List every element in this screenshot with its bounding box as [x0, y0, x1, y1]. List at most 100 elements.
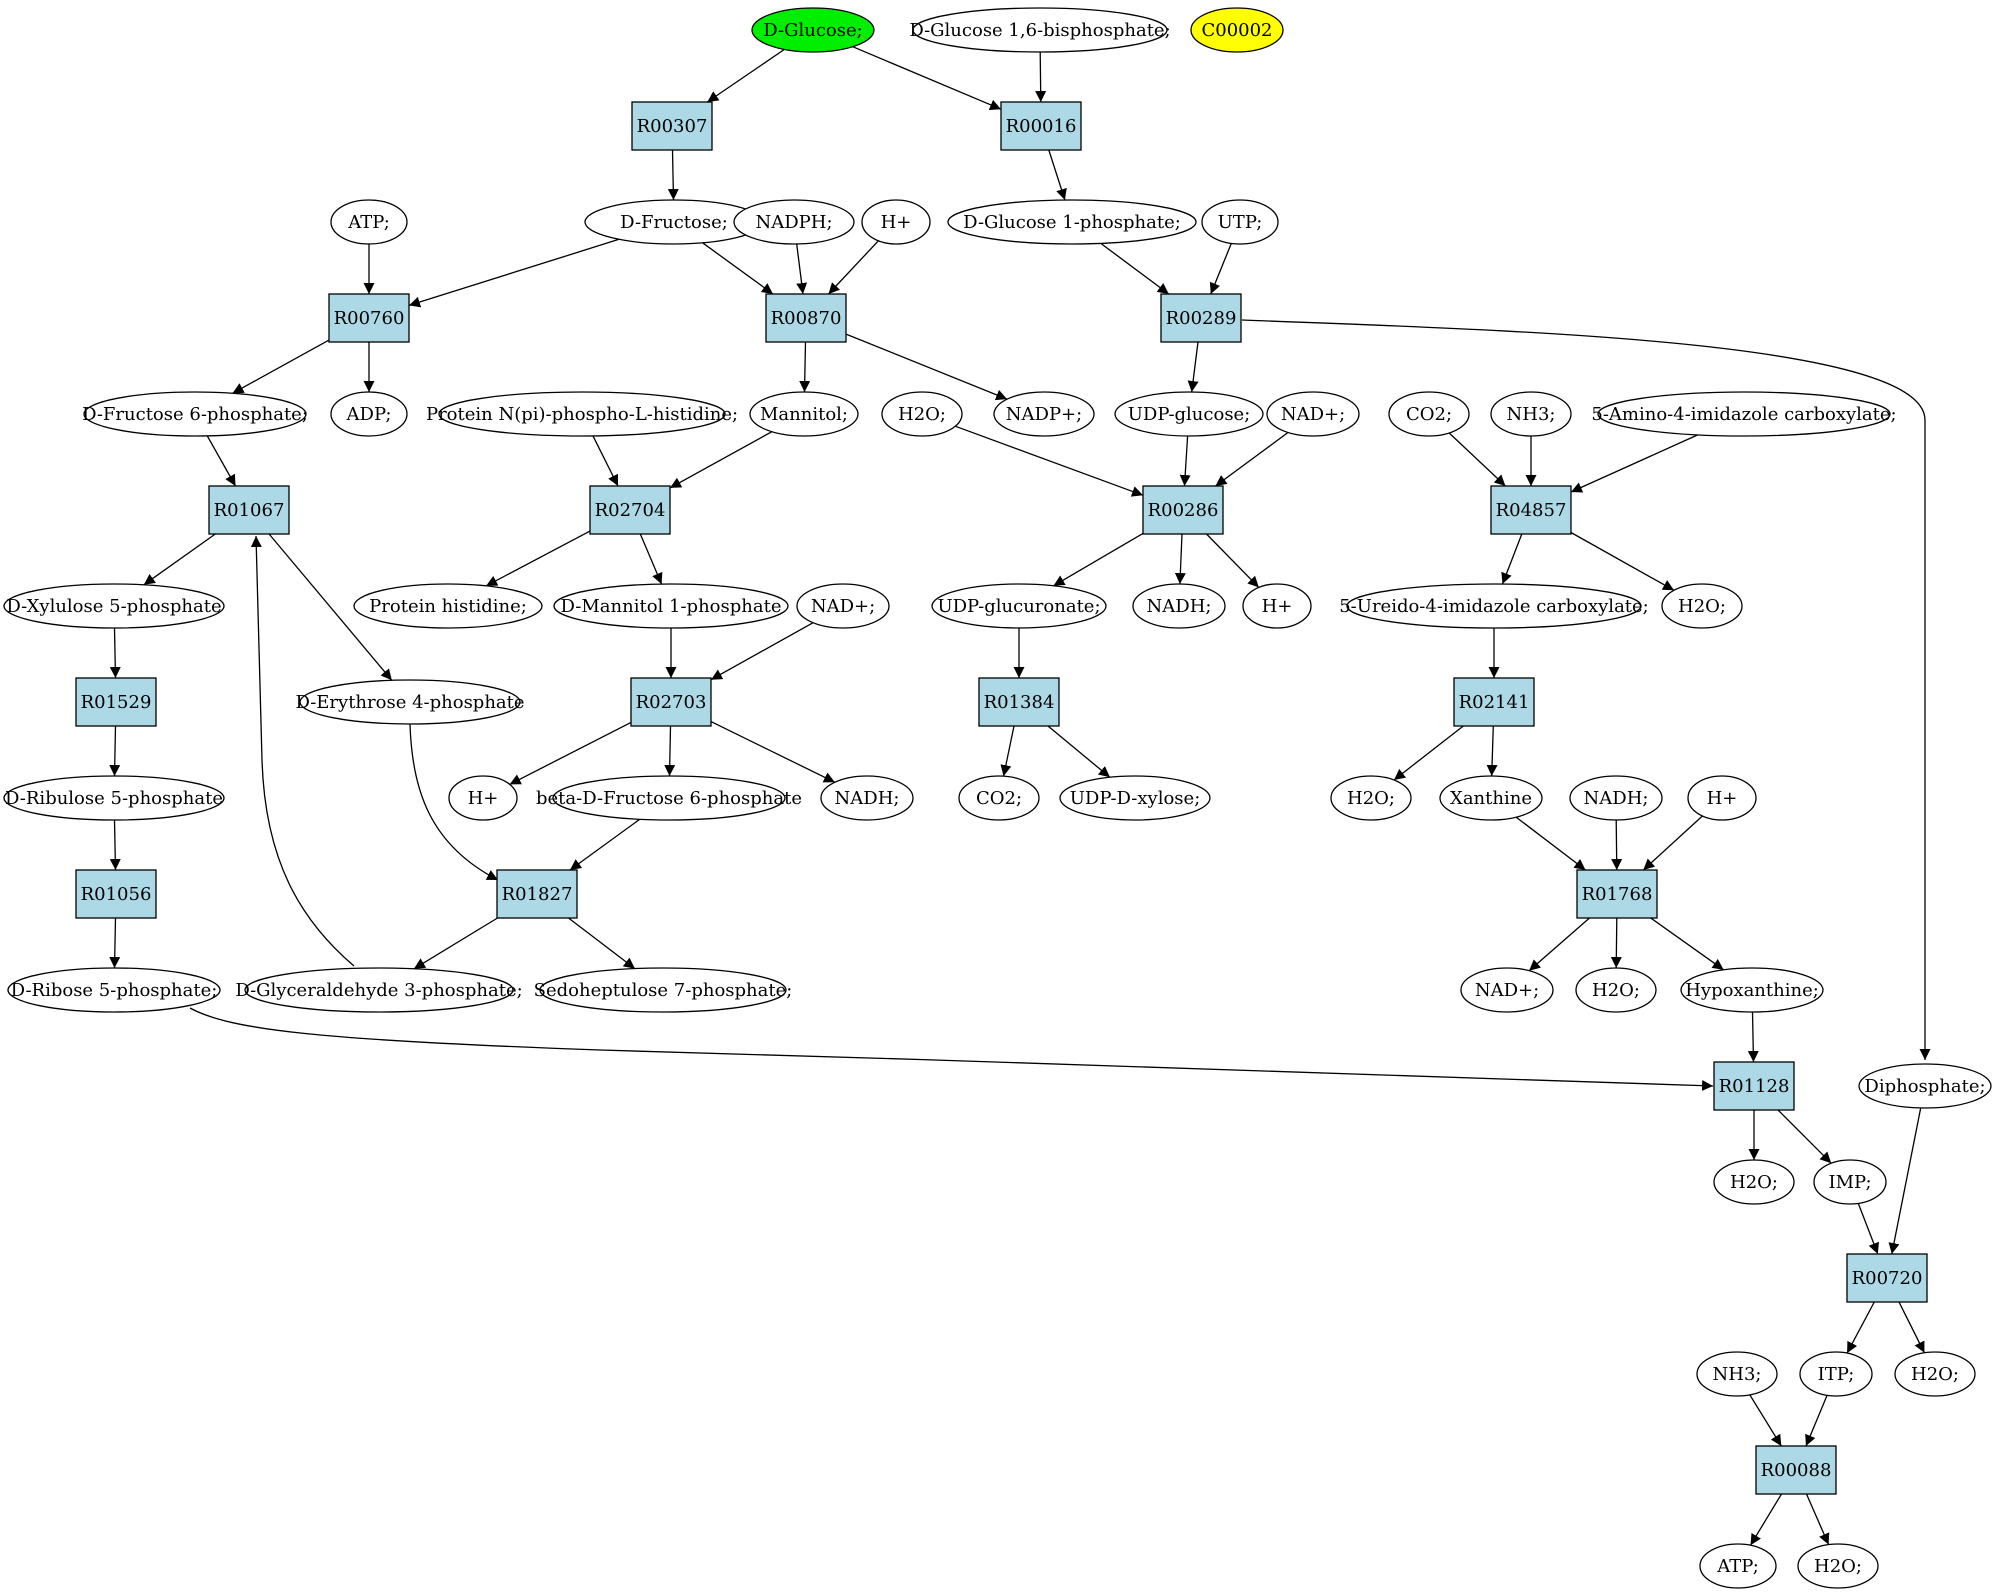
compound-ellipse — [1696, 1351, 1778, 1397]
compound-node-nadplus2[interactable]: NAD+; — [796, 583, 890, 629]
compound-node-nadplus3[interactable]: NAD+; — [1460, 967, 1554, 1013]
compound-node-itp[interactable]: ITP; — [1799, 1351, 1873, 1397]
compound-node-diphos[interactable]: Diphosphate; — [1858, 1063, 1992, 1109]
compound-node-hypox[interactable]: Hypoxanthine; — [1680, 967, 1824, 1013]
compound-node-h2o2[interactable]: H2O; — [1661, 583, 1743, 629]
reaction-node-r04857[interactable]: R04857 — [1490, 485, 1572, 535]
compound-node-r5p[interactable]: D-Ribose 5-phosphate; — [7, 967, 221, 1013]
compound-node-aicarb[interactable]: 5-Amino-4-imidazole carboxylate; — [1591, 391, 1897, 437]
compound-node-gap[interactable]: D-Glyceraldehyde 3-phosphate; — [235, 967, 523, 1013]
compound-node-prothis[interactable]: Protein histidine; — [353, 583, 543, 629]
compound-node-c00002[interactable]: C00002 — [1190, 7, 1284, 53]
reaction-box — [630, 677, 712, 727]
reaction-node-r01768[interactable]: R01768 — [1576, 869, 1658, 919]
compound-node-m1p[interactable]: D-Mannitol 1-phosphate — [553, 583, 789, 629]
reaction-box — [1142, 485, 1224, 535]
compound-node-nh3b[interactable]: NH3; — [1696, 1351, 1778, 1397]
reaction-node-r00307[interactable]: R00307 — [631, 101, 713, 151]
reaction-label: R01827 — [502, 884, 573, 905]
compound-ellipse — [1190, 7, 1284, 53]
reaction-node-r00088[interactable]: R00088 — [1755, 1445, 1837, 1495]
compound-node-h2o5[interactable]: H2O; — [1713, 1159, 1795, 1205]
reaction-node-r00870[interactable]: R00870 — [765, 293, 847, 343]
compound-node-h2o6[interactable]: H2O; — [1894, 1351, 1976, 1397]
compound-node-h2o3[interactable]: H2O; — [1330, 775, 1412, 821]
compound-node-g1p[interactable]: D-Glucose 1-phosphate; — [947, 199, 1197, 245]
compound-node-hplus2[interactable]: H+ — [1242, 583, 1312, 629]
compound-ellipse — [3, 583, 225, 629]
reaction-node-r01067[interactable]: R01067 — [208, 485, 290, 535]
compound-label: H+ — [1262, 596, 1293, 617]
compound-node-hplus1[interactable]: H+ — [861, 199, 931, 245]
compound-node-mannitol[interactable]: Mannitol; — [749, 391, 859, 437]
edge-r01827-to-c_s7p — [568, 917, 636, 970]
reaction-node-r01128[interactable]: R01128 — [1713, 1061, 1795, 1111]
compound-ellipse — [244, 967, 514, 1013]
compound-node-hplus3[interactable]: H+ — [448, 775, 518, 821]
reaction-node-r00720[interactable]: R00720 — [1846, 1253, 1928, 1303]
compound-node-co2a[interactable]: CO2; — [1388, 391, 1470, 437]
compound-node-h2o1[interactable]: H2O; — [881, 391, 963, 437]
compound-node-adp[interactable]: ADP; — [330, 391, 408, 437]
compound-ellipse — [861, 199, 931, 245]
compound-node-protnpi[interactable]: Protein N(pi)-phospho-L-histidine; — [426, 391, 738, 437]
compound-node-nadh2[interactable]: NADH; — [820, 775, 914, 821]
edge-r00720-to-c_h2o6 — [1898, 1301, 1925, 1354]
compound-node-nadpplus[interactable]: NADP+; — [993, 391, 1095, 437]
compound-node-h2o7[interactable]: H2O; — [1797, 1543, 1879, 1589]
reaction-node-r01384[interactable]: R01384 — [978, 677, 1060, 727]
compound-node-atp1[interactable]: ATP; — [330, 199, 408, 245]
reaction-node-r00016[interactable]: R00016 — [1000, 101, 1082, 151]
reaction-node-r01827[interactable]: R01827 — [496, 869, 578, 919]
compound-node-nh3a[interactable]: NH3; — [1490, 391, 1572, 437]
reaction-label: R02704 — [595, 500, 666, 521]
compound-node-e4p[interactable]: D-Erythrose 4-phosphate — [295, 679, 525, 725]
reaction-node-r02703[interactable]: R02703 — [630, 677, 712, 727]
edge-r00088-to-c_h2o7 — [1805, 1493, 1830, 1545]
compound-node-udpxyl[interactable]: UDP-D-xylose; — [1059, 775, 1211, 821]
compound-node-f6p[interactable]: D-Fructose 6-phosphate; — [82, 391, 308, 437]
compound-node-udpglc[interactable]: UDP-glucose; — [1114, 391, 1264, 437]
edge-r02703-to-c_hplus3 — [509, 721, 632, 785]
compound-label: CO2; — [976, 788, 1022, 809]
compound-node-nadh1[interactable]: NADH; — [1132, 583, 1226, 629]
compound-node-co2b[interactable]: CO2; — [958, 775, 1040, 821]
compound-node-nadh3[interactable]: NADH; — [1569, 775, 1663, 821]
compound-node-utp[interactable]: UTP; — [1201, 199, 1279, 245]
compound-node-nadph[interactable]: NADPH; — [733, 199, 855, 245]
compound-ellipse — [353, 583, 543, 629]
compound-node-uicarb[interactable]: 5-Ureido-4-imidazole carboxylate; — [1339, 583, 1649, 629]
reaction-node-r00286[interactable]: R00286 — [1142, 485, 1224, 535]
compound-node-h2o4[interactable]: H2O; — [1575, 967, 1657, 1013]
compound-node-bf6p[interactable]: beta-D-Fructose 6-phosphate — [536, 775, 802, 821]
compound-node-ru5p[interactable]: D-Ribulose 5-phosphate — [3, 775, 225, 821]
compound-node-atp2[interactable]: ATP; — [1699, 1543, 1777, 1589]
reaction-node-r02704[interactable]: R02704 — [589, 485, 671, 535]
compound-node-hplus4[interactable]: H+ — [1687, 775, 1757, 821]
reaction-node-r02141[interactable]: R02141 — [1453, 677, 1535, 727]
compound-node-g16bp[interactable]: D-Glucose 1,6-bisphosphate; — [909, 7, 1171, 53]
compound-node-nadplus1[interactable]: NAD+; — [1266, 391, 1360, 437]
compound-node-dfructose[interactable]: D-Fructose; — [584, 199, 764, 245]
compound-ellipse — [438, 391, 726, 437]
compound-node-s7p[interactable]: Sedoheptulose 7-phosphate; — [534, 967, 793, 1013]
edge-c_r5p-to-r01128 — [189, 1007, 1714, 1091]
edge-r01768-to-c_h2o4 — [1610, 917, 1622, 969]
reaction-node-r01056[interactable]: R01056 — [75, 869, 157, 919]
compound-label: H2O; — [1347, 788, 1395, 809]
compound-node-udpglcu[interactable]: UDP-glucuronate; — [931, 583, 1107, 629]
compound-ellipse — [820, 775, 914, 821]
reaction-node-r00760[interactable]: R00760 — [328, 293, 410, 343]
compound-label: D-Xylulose 5-phosphate — [6, 596, 221, 617]
reaction-node-r01529[interactable]: R01529 — [75, 677, 157, 727]
reaction-label: R01529 — [81, 692, 152, 713]
compound-ellipse — [1201, 199, 1279, 245]
compound-node-dglucose[interactable]: D-Glucose; — [751, 7, 875, 53]
edge-r00289-to-c_udpglc — [1187, 341, 1199, 393]
edge-c_xanthine-to-r01768 — [1515, 816, 1586, 871]
compound-label: Hypoxanthine; — [1685, 980, 1819, 1001]
compound-node-imp[interactable]: IMP; — [1813, 1159, 1887, 1205]
reaction-node-r00289[interactable]: R00289 — [1160, 293, 1242, 343]
compound-node-x5p[interactable]: D-Xylulose 5-phosphate — [3, 583, 225, 629]
compound-node-xanthine[interactable]: Xanthine — [1439, 775, 1543, 821]
